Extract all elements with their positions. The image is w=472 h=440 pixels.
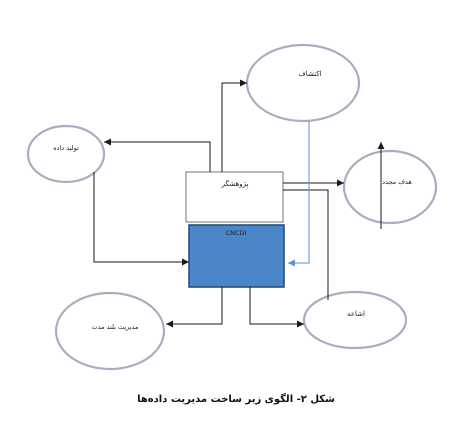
ellipse-tolid-dade	[26, 124, 106, 184]
ellipse-modiriat	[54, 291, 166, 371]
arrow-to-modiriat	[166, 287, 223, 328]
ellipse-hadaf-mojadad	[342, 149, 438, 225]
blue-arrow-ekteshaf-to-cncdi	[288, 121, 310, 267]
label-cncdi: CNCDI	[226, 229, 247, 237]
label-hadaf-mojadad: هدف مجدد	[382, 178, 412, 186]
arrow-to-ekteshaf	[221, 79, 247, 172]
label-pazhoheshgar: پژوهشگر	[221, 179, 249, 188]
label-ashaeh: اشاعه	[347, 310, 365, 318]
label-ekteshaf: اکتشاف	[298, 70, 321, 78]
connectors	[93, 79, 385, 328]
ellipse-ekteshaf	[245, 43, 361, 123]
figure-caption: شکل ۲- الگوی زیر ساخت مدیریت داده‌ها	[137, 392, 335, 405]
arrow-tolid-to-cncdi	[93, 172, 189, 266]
ellipse-ashaeh	[302, 290, 408, 350]
box-pazhoheshgar	[185, 171, 284, 223]
label-modiriat: مدیریت بلند مدت	[92, 323, 139, 331]
line-hadaf-to-ashaeh	[283, 189, 329, 300]
arrow-to-tolid-dade	[104, 138, 211, 172]
label-tolid-dade: تولید داده	[53, 144, 79, 152]
arrow-to-ashaeh	[249, 287, 304, 328]
box-cncdi	[188, 224, 285, 288]
